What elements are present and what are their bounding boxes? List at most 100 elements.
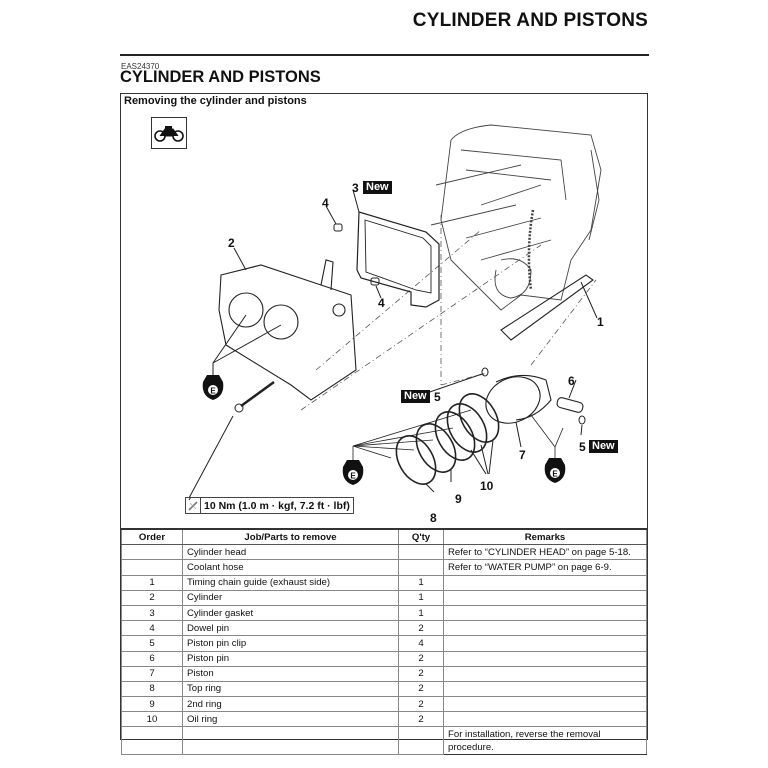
cell-order: 2 bbox=[121, 589, 183, 606]
cell-qty: 1 bbox=[398, 589, 444, 606]
cell-remarks bbox=[443, 589, 647, 606]
cell-order: 7 bbox=[121, 665, 183, 682]
cell-order bbox=[121, 726, 183, 756]
callout-7: 7 bbox=[519, 448, 526, 462]
svg-text:E: E bbox=[210, 387, 216, 396]
cell-remarks bbox=[443, 680, 647, 698]
cell-remarks bbox=[443, 574, 647, 591]
cell-part: Cylinder head bbox=[182, 544, 399, 561]
new-badge: New bbox=[589, 440, 618, 453]
cell-qty: 2 bbox=[398, 711, 444, 728]
cell-order bbox=[121, 559, 183, 576]
cell-qty: 2 bbox=[398, 696, 444, 713]
callout-8: 8 bbox=[430, 511, 437, 525]
timing-chain-guide-drawing bbox=[500, 274, 594, 341]
cell-remarks bbox=[443, 620, 647, 637]
cell-order: 9 bbox=[121, 696, 183, 713]
cylinder-block-drawing bbox=[218, 259, 357, 401]
new-badge: New bbox=[363, 181, 392, 194]
engine-oil-icon: E bbox=[544, 458, 566, 483]
cell-remarks: Refer to “CYLINDER HEAD” on page 5-18. bbox=[443, 544, 647, 561]
exploded-diagram: E E E bbox=[188, 124, 602, 501]
cell-qty: 1 bbox=[398, 604, 444, 622]
callout-5: 5 bbox=[434, 390, 441, 404]
new-badge: New bbox=[401, 390, 430, 403]
callout-5: 5 bbox=[579, 440, 586, 454]
engine-oil-icon: E bbox=[202, 375, 224, 400]
header-remarks: Remarks bbox=[443, 528, 647, 546]
cell-remarks bbox=[443, 604, 647, 622]
header-rule bbox=[120, 54, 649, 56]
cell-part: Dowel pin bbox=[182, 620, 399, 637]
piston-rings-drawing bbox=[395, 393, 500, 485]
torque-wrench-icon bbox=[186, 498, 201, 513]
cell-qty: 1 bbox=[398, 574, 444, 591]
cell-part: Timing chain guide (exhaust side) bbox=[182, 574, 399, 591]
cylinder-gasket-drawing bbox=[356, 211, 440, 308]
table-row: For installation, reverse the removal pr… bbox=[121, 726, 647, 756]
callout-6: 6 bbox=[568, 374, 575, 388]
torque-spec-box: 10 Nm (1.0 m · kgf, 7.2 ft · lbf) bbox=[185, 497, 354, 514]
header-job: Job/Parts to remove bbox=[182, 528, 399, 546]
cell-part: 2nd ring bbox=[182, 696, 399, 713]
cell-part: Cylinder gasket bbox=[182, 604, 399, 622]
callout-3: 3 bbox=[352, 181, 359, 195]
svg-text:E: E bbox=[350, 472, 356, 481]
cell-qty: 2 bbox=[398, 680, 444, 698]
cell-qty: 4 bbox=[398, 635, 444, 652]
cell-qty bbox=[398, 559, 444, 576]
cell-part: Cylinder bbox=[182, 589, 399, 606]
callout-1: 1 bbox=[597, 315, 604, 329]
cell-remarks bbox=[443, 635, 647, 652]
cell-qty bbox=[398, 544, 444, 561]
parts-removal-table: Order Job/Parts to remove Q'ty Remarks C… bbox=[121, 528, 647, 756]
table-header-row: Order Job/Parts to remove Q'ty Remarks bbox=[121, 528, 647, 546]
cell-remarks bbox=[443, 711, 647, 728]
cell-part: Coolant hose bbox=[182, 559, 399, 576]
callout-2: 2 bbox=[228, 236, 235, 250]
table-row: Cylinder head Refer to “CYLINDER HEAD” on… bbox=[121, 544, 647, 561]
cell-part: Top ring bbox=[182, 680, 399, 698]
cell-qty: 2 bbox=[398, 620, 444, 637]
header-order: Order bbox=[121, 528, 183, 546]
cell-remarks bbox=[443, 665, 647, 682]
piston-drawing bbox=[485, 374, 552, 424]
torque-spec-text: 10 Nm (1.0 m · kgf, 7.2 ft · lbf) bbox=[204, 499, 350, 512]
section-title: CYLINDER AND PISTONS bbox=[120, 68, 321, 86]
cell-order: 8 bbox=[121, 680, 183, 698]
header-qty: Q'ty bbox=[398, 528, 444, 546]
page-header-title: CYLINDER AND PISTONS bbox=[412, 10, 648, 31]
cell-part: Piston pin bbox=[182, 650, 399, 667]
cell-order: 1 bbox=[121, 574, 183, 591]
motorcycle-icon bbox=[151, 117, 187, 149]
cell-part bbox=[182, 726, 399, 756]
cell-remarks: For installation, reverse the removal pr… bbox=[443, 726, 647, 756]
cell-remarks bbox=[443, 696, 647, 713]
cell-qty: 2 bbox=[398, 650, 444, 667]
cell-order bbox=[121, 544, 183, 561]
table-row: Coolant hose Refer to “WATER PUMP” on pag… bbox=[121, 559, 647, 576]
cell-qty: 2 bbox=[398, 665, 444, 682]
cell-remarks bbox=[443, 650, 647, 667]
cell-order: 10 bbox=[121, 711, 183, 728]
callout-4: 4 bbox=[322, 196, 329, 210]
section-code: EAS24370 bbox=[121, 62, 160, 71]
cell-part: Piston bbox=[182, 665, 399, 682]
cell-part: Oil ring bbox=[182, 711, 399, 728]
callout-9: 9 bbox=[455, 492, 462, 506]
cell-order: 3 bbox=[121, 604, 183, 622]
cell-qty bbox=[398, 726, 444, 756]
cell-order: 6 bbox=[121, 650, 183, 667]
cell-remarks: Refer to “WATER PUMP” on page 6-9. bbox=[443, 559, 647, 576]
cell-order: 5 bbox=[121, 635, 183, 652]
